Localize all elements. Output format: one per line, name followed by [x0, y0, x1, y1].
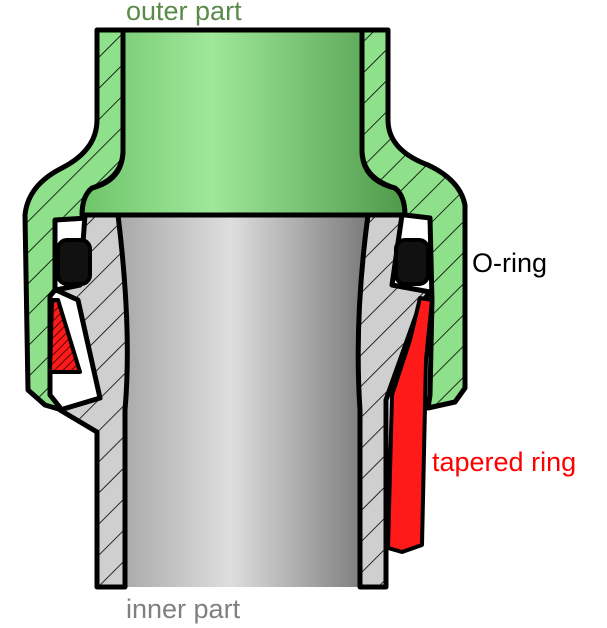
o-ring-left — [56, 238, 92, 286]
label-tapered-ring: tapered ring — [432, 447, 577, 477]
inner-bore — [118, 213, 368, 587]
outer-bore — [79, 27, 408, 218]
label-o-ring: O-ring — [472, 248, 548, 278]
label-inner-part: inner part — [126, 594, 241, 624]
o-ring-right — [394, 238, 430, 286]
outer-part-section — [22, 27, 468, 413]
tapered-ring-right — [386, 296, 434, 554]
label-outer-part: outer part — [126, 0, 242, 26]
inner-part-section — [53, 212, 433, 590]
tapered-ring-left — [48, 298, 82, 374]
